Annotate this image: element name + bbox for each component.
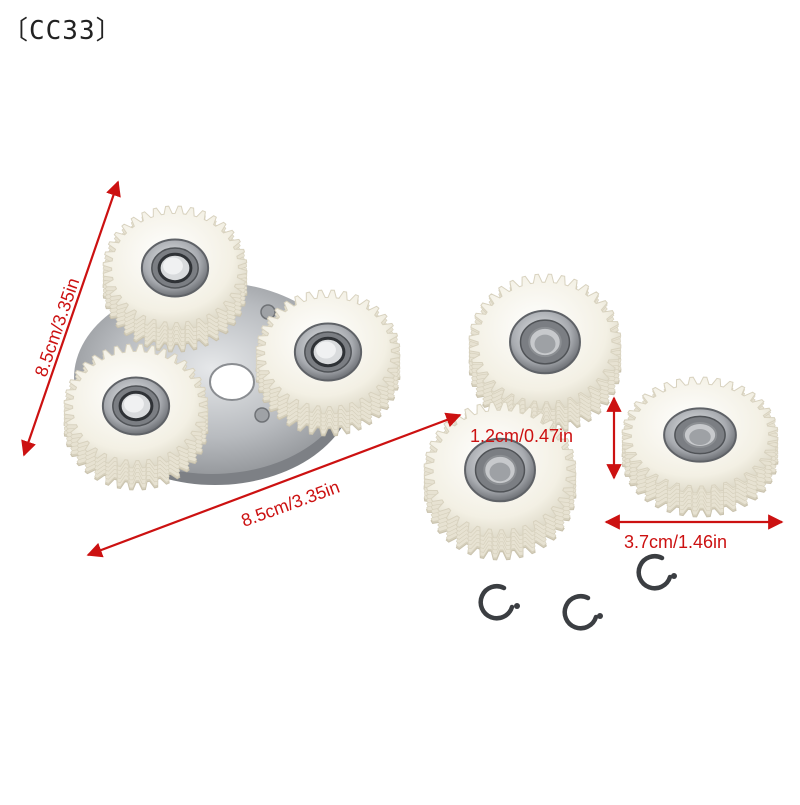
carrier-width-arrow xyxy=(86,412,462,558)
nylon-gear xyxy=(423,401,577,561)
nylon-gear xyxy=(468,273,622,435)
carrier-diagonal-arrow xyxy=(21,180,121,457)
retaining-clip xyxy=(636,554,673,591)
product-code: 〔CC33〕 xyxy=(2,16,123,46)
carrier-diagonal-label: 8.5cm/3.35in xyxy=(31,275,83,379)
nylon-gear xyxy=(102,205,248,353)
retaining-clip xyxy=(562,594,599,631)
retaining-clips xyxy=(478,554,677,631)
carrier-width-label: 8.5cm/3.35in xyxy=(239,477,343,531)
gear-diameter-label: 3.7cm/1.46in xyxy=(624,532,727,552)
retaining-clip xyxy=(478,584,515,621)
dimension-arrows xyxy=(21,180,784,558)
gear-thickness-label: 1.2cm/0.47in xyxy=(470,426,573,446)
nylon-gear xyxy=(621,376,779,518)
planetary-gears xyxy=(63,205,779,561)
nylon-gear xyxy=(63,343,209,491)
nylon-gear xyxy=(255,289,401,437)
